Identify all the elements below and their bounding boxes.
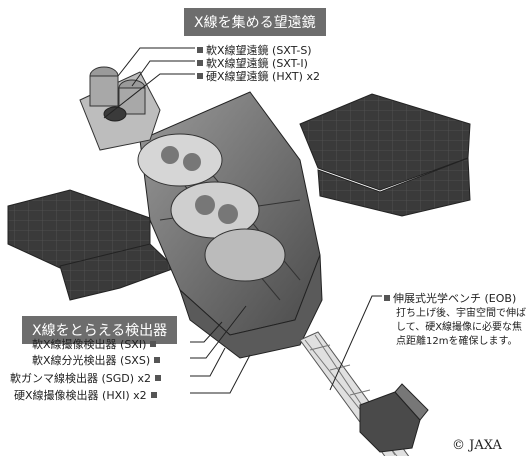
detector-label-sxi: 軟X線撮像検出器 (SXI) <box>32 336 157 352</box>
telescope-modules <box>79 66 161 151</box>
leader-lines <box>103 47 382 394</box>
optical-bench-label-text: 伸展式光学ベンチ (EOB) <box>393 292 517 305</box>
telescope-label-text: 軟X線望遠鏡 (SXT-I) <box>206 57 308 70</box>
copyright-credit: © JAXA <box>452 438 502 453</box>
detector-label-text: 硬X線撮像検出器 (HXI) x2 <box>14 389 147 402</box>
optical-bench-label: 伸展式光学ベンチ (EOB) <box>384 290 516 306</box>
telescope-label-sxt-s: 軟X線望遠鏡 (SXT-S) <box>197 42 312 58</box>
note-line: して、硬X線撮像に必要な焦 <box>396 322 523 333</box>
telescope-label-text: 軟X線望遠鏡 (SXT-S) <box>206 44 312 57</box>
bullet-marker <box>150 341 157 347</box>
optical-bench-note: 打ち上げ後、宇宙空間で伸ば して、硬X線撮像に必要な焦 点距離12mを確保します… <box>396 307 526 349</box>
detector-label-text: 軟X線分光検出器 (SXS) <box>32 354 151 367</box>
detector-label-text: 軟ガンマ線検出器 (SGD) x2 <box>10 372 152 385</box>
bullet-marker <box>155 375 162 381</box>
bullet-marker <box>150 392 157 398</box>
bullet-marker <box>197 47 203 53</box>
detector-label-sgd: 軟ガンマ線検出器 (SGD) x2 <box>10 370 162 386</box>
solar-paddle-right <box>299 93 471 217</box>
detector-label-hxi: 硬X線撮像検出器 (HXI) x2 <box>14 387 157 403</box>
detector-label-sxs: 軟X線分光検出器 (SXS) <box>32 352 161 368</box>
optical-bench-plates <box>137 133 286 282</box>
detector-label-text: 軟X線撮像検出器 (SXI) <box>32 338 147 351</box>
telescope-label-hxt: 硬X線望遠鏡 (HXT) x2 <box>197 68 320 84</box>
telescope-label-text: 硬X線望遠鏡 (HXT) x2 <box>206 70 320 83</box>
bullet-marker <box>384 295 390 301</box>
bullet-marker <box>197 73 203 79</box>
solar-paddle-left <box>7 189 176 301</box>
note-line: 点距離12mを確保します。 <box>396 336 518 347</box>
telescopes-heading: X線を集める望遠鏡 <box>184 8 326 36</box>
detectors-heading: X線をとらえる検出器 <box>22 316 178 344</box>
bullet-marker <box>197 60 203 66</box>
note-line: 打ち上げ後、宇宙空間で伸ば <box>396 308 526 319</box>
telescope-label-sxt-i: 軟X線望遠鏡 (SXT-I) <box>197 55 308 71</box>
hxi-module <box>359 383 429 453</box>
bullet-marker <box>154 357 161 363</box>
